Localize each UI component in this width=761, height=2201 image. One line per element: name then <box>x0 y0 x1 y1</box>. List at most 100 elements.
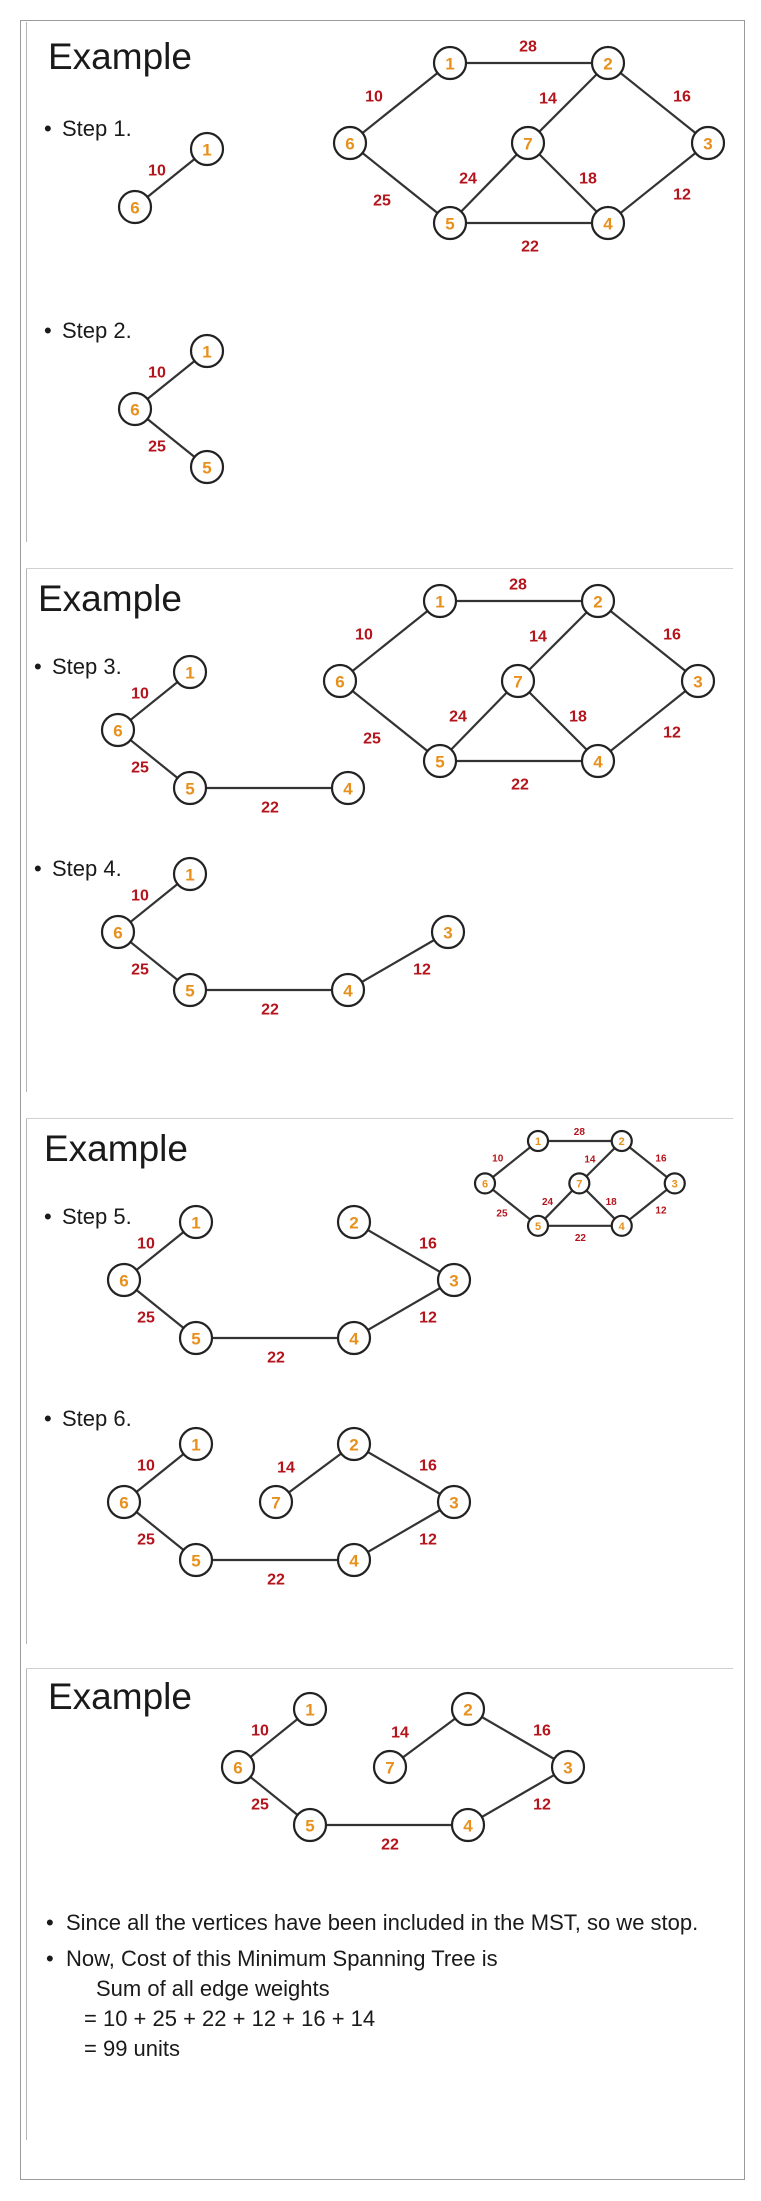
vertex-label: 3 <box>703 135 712 154</box>
vertex-label: 4 <box>603 215 613 234</box>
vertex-6: 6 <box>106 1484 142 1520</box>
vertex-6: 6 <box>100 712 136 748</box>
edge-6-5 <box>484 1182 539 1227</box>
vertex-3: 3 <box>663 1172 686 1195</box>
vertex-label: 2 <box>593 593 602 612</box>
vertex-1: 1 <box>172 654 208 690</box>
edge-7-5 <box>449 142 529 224</box>
vertex-4: 4 <box>590 205 626 241</box>
edge-weight-label: 25 <box>131 962 149 979</box>
edge-weight-label: 16 <box>419 1236 437 1253</box>
vertex-label: 5 <box>191 1552 200 1571</box>
vertex-2: 2 <box>336 1426 372 1462</box>
vertex-label: 1 <box>191 1214 200 1233</box>
vertex-1: 1 <box>189 131 225 167</box>
vertex-label: 4 <box>343 982 353 1001</box>
vertex-label: 4 <box>343 780 353 799</box>
edge-weight-label: 10 <box>131 686 149 703</box>
vertex-label: 2 <box>619 1136 625 1148</box>
edge-weight-label: 10 <box>148 163 166 180</box>
vertex-2: 2 <box>590 45 626 81</box>
edge-2-3 <box>353 1443 455 1503</box>
edge-2-3 <box>607 62 709 144</box>
vertex-label: 7 <box>271 1494 280 1513</box>
vertex-6: 6 <box>106 1262 142 1298</box>
vertex-label: 5 <box>185 982 194 1001</box>
slide-3 <box>26 1118 733 1644</box>
vertex-label: 6 <box>345 135 354 154</box>
vertex-label: 2 <box>349 1214 358 1233</box>
vertex-5: 5 <box>172 972 208 1008</box>
vertex-label: 2 <box>463 1701 472 1720</box>
step-label-text: Step 1. <box>62 116 132 141</box>
slide-left-border <box>26 568 27 1092</box>
vertex-5: 5 <box>178 1542 214 1578</box>
vertex-label: 1 <box>191 1436 200 1455</box>
vertex-2: 2 <box>450 1691 486 1727</box>
vertex-label: 1 <box>435 593 444 612</box>
vertex-label: 5 <box>535 1221 541 1233</box>
vertex-label: 5 <box>445 215 454 234</box>
vertex-label: 6 <box>113 924 122 943</box>
vertex-5: 5 <box>292 1807 328 1843</box>
edge-weight-label: 10 <box>492 1154 504 1165</box>
edge-weight-label: 14 <box>584 1155 596 1166</box>
edge-weight-label: 22 <box>261 800 279 817</box>
edge-weight-label: 16 <box>655 1154 667 1165</box>
vertex-3: 3 <box>430 914 466 950</box>
vertex-6: 6 <box>117 189 153 225</box>
vertex-label: 6 <box>130 199 139 218</box>
vertex-3: 3 <box>690 125 726 161</box>
conclusion-bullet-stop: Since all the vertices have been include… <box>46 1908 706 1938</box>
edge-3-4 <box>621 1182 676 1227</box>
edge-2-3 <box>621 1140 676 1185</box>
edge-weight-label: 12 <box>655 1205 667 1216</box>
step-label: •Step 6. <box>44 1406 132 1431</box>
vertex-label: 1 <box>535 1136 541 1148</box>
edge-weight-label: 22 <box>575 1233 587 1244</box>
vertex-3: 3 <box>680 663 716 699</box>
vertex-label: 7 <box>576 1178 582 1190</box>
edge-weight-label: 14 <box>529 629 547 646</box>
slide-1 <box>26 22 733 542</box>
vertex-label: 5 <box>185 780 194 799</box>
edge-2-3 <box>467 1708 569 1768</box>
vertex-7: 7 <box>500 663 536 699</box>
vertex-5: 5 <box>422 743 458 779</box>
vertex-7: 7 <box>372 1749 408 1785</box>
edge-weight-label: 22 <box>511 777 529 794</box>
edge-weight-label: 12 <box>533 1797 551 1814</box>
edge-weight-label: 28 <box>509 577 527 594</box>
vertex-6: 6 <box>220 1749 256 1785</box>
edge-weight-label: 16 <box>533 1723 551 1740</box>
edge-weight-label: 22 <box>267 1572 285 1589</box>
step-graph-1-1: 10 1 6 <box>117 131 225 225</box>
vertex-label: 1 <box>445 55 454 74</box>
step-label: •Step 5. <box>44 1204 132 1229</box>
edge-6-5 <box>339 680 441 762</box>
edge-weight-label: 10 <box>365 89 383 106</box>
vertex-label: 1 <box>202 343 211 362</box>
edge-7-4 <box>527 142 609 224</box>
vertex-label: 7 <box>385 1759 394 1778</box>
slide-2 <box>26 568 733 1092</box>
edge-weight-label: 10 <box>251 1723 269 1740</box>
step-label-text: Step 5. <box>62 1204 132 1229</box>
vertex-5: 5 <box>189 449 225 485</box>
edge-weight-label: 14 <box>277 1460 295 1477</box>
vertex-label: 4 <box>463 1817 473 1836</box>
edge-7-5 <box>439 680 519 762</box>
edge-weight-label: 16 <box>663 627 681 644</box>
vertex-label: 6 <box>113 722 122 741</box>
step-label-text: Step 4. <box>52 856 122 881</box>
vertex-label: 1 <box>305 1701 314 1720</box>
vertex-2: 2 <box>336 1204 372 1240</box>
vertex-1: 1 <box>526 1129 550 1153</box>
slide-left-border <box>26 1668 27 2140</box>
step-label: •Step 2. <box>44 318 132 343</box>
vertex-3: 3 <box>550 1749 586 1785</box>
edge-3-4 <box>597 680 699 762</box>
